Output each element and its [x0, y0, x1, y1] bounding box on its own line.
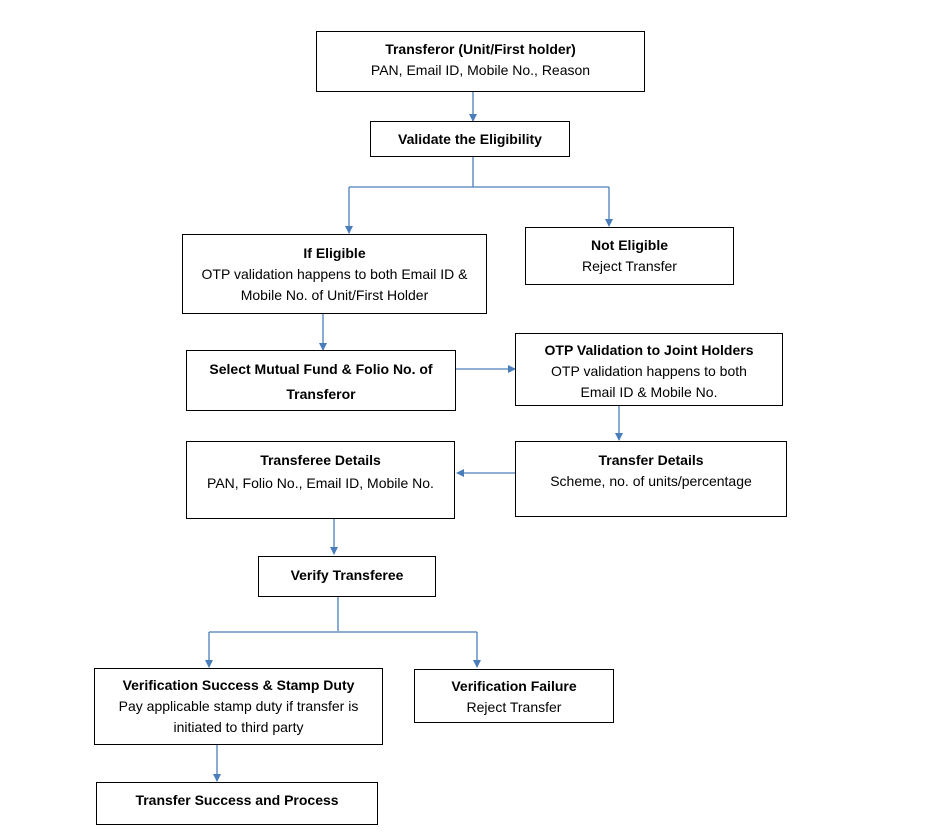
validate-box: Validate the Eligibility — [370, 121, 570, 157]
success-title: Verification Success & Stamp Duty — [122, 677, 355, 693]
final-title: Transfer Success and Process — [135, 792, 339, 808]
transferor-detail: PAN, Email ID, Mobile No., Reason — [370, 62, 591, 78]
eligible-box: If Eligible OTP validation happens to bo… — [182, 234, 487, 314]
success-box: Verification Success & Stamp Duty Pay ap… — [94, 668, 383, 745]
failure-title: Verification Failure — [451, 678, 577, 694]
success-detail: Pay applicable stamp duty if transfer is… — [118, 698, 359, 735]
not-eligible-box: Not Eligible Reject Transfer — [525, 227, 734, 285]
transferee-details-detail: PAN, Folio No., Email ID, Mobile No. — [207, 475, 434, 491]
select-fund-box: Select Mutual Fund & Folio No. of Transf… — [186, 350, 456, 411]
select-fund-title: Select Mutual Fund & Folio No. of Transf… — [209, 361, 433, 402]
failure-detail: Reject Transfer — [466, 699, 562, 715]
verify-title: Verify Transferee — [290, 567, 404, 583]
transferor-title: Transferor (Unit/First holder) — [385, 41, 576, 57]
transfer-details-box: Transfer Details Scheme, no. of units/pe… — [515, 441, 787, 517]
transferee-details-box: Transferee Details PAN, Folio No., Email… — [186, 441, 455, 519]
verify-box: Verify Transferee — [258, 556, 436, 597]
failure-box: Verification Failure Reject Transfer — [414, 669, 614, 723]
transferee-details-title: Transferee Details — [260, 452, 381, 468]
transfer-details-title: Transfer Details — [598, 452, 704, 468]
not-eligible-title: Not Eligible — [591, 237, 668, 253]
transferor-box: Transferor (Unit/First holder) PAN, Emai… — [316, 31, 645, 92]
otp-joint-title: OTP Validation to Joint Holders — [544, 342, 754, 358]
not-eligible-detail: Reject Transfer — [582, 258, 677, 274]
otp-joint-box: OTP Validation to Joint Holders OTP vali… — [515, 333, 783, 406]
eligible-title: If Eligible — [303, 245, 366, 261]
validate-title: Validate the Eligibility — [398, 131, 542, 147]
final-box: Transfer Success and Process — [96, 782, 378, 825]
eligible-detail: OTP validation happens to both Email ID … — [201, 266, 468, 303]
transfer-details-detail: Scheme, no. of units/percentage — [550, 473, 752, 489]
otp-joint-detail: OTP validation happens to both Email ID … — [551, 363, 747, 400]
